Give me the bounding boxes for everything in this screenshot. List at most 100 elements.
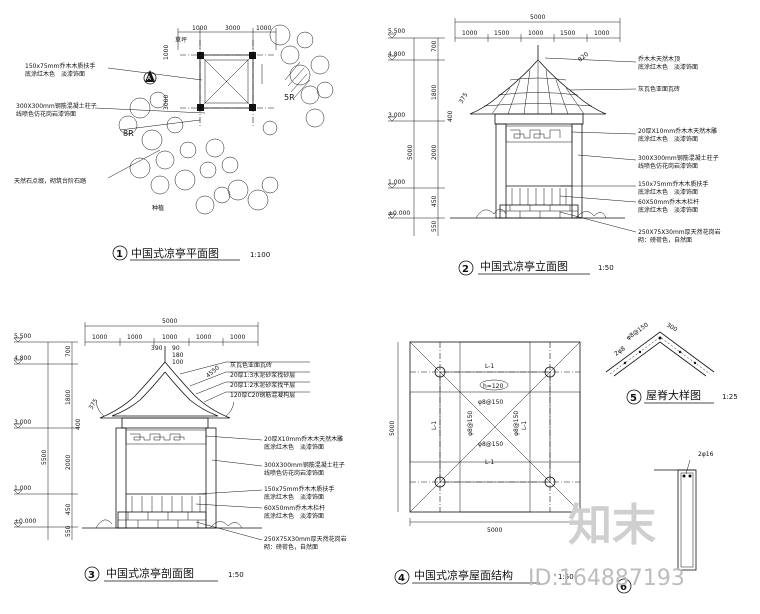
elev-level-2: 4.800 bbox=[388, 51, 405, 58]
detail6-number: 6 bbox=[620, 582, 627, 593]
plan-label-stone: 天然石点缀，砌筑台阶石踏 bbox=[14, 177, 86, 185]
ridge-dim-2: φ8@150 bbox=[625, 321, 650, 341]
roof-structure-drawing: h=120 L-1 L-1 L-1 L-1 φ8@150 φ8@150 φ8@1… bbox=[389, 341, 581, 585]
elevation-drawing: 5000 1000 1500 1000 1500 1000 5.500 4.80… bbox=[387, 14, 721, 276]
ridge-detail-drawing: 300 φ8@150 2φ8 5 屋脊大样图 1:25 bbox=[605, 321, 738, 405]
elev-pavilion bbox=[450, 45, 625, 219]
sect-vdim-3: 5500 bbox=[41, 450, 48, 465]
elev-vdim-1: 700 bbox=[431, 40, 438, 52]
sect-label-4: 120厚C20钢筋混凝构层 bbox=[230, 391, 295, 399]
sect-vdim-2: 1800 bbox=[65, 390, 72, 405]
sect-level-3: 3.000 bbox=[14, 419, 31, 426]
roof-title: 中国式凉亭屋面结构 bbox=[414, 568, 513, 582]
elev-scale: 1:50 bbox=[598, 264, 614, 272]
sect-vdim-4: 2000 bbox=[65, 455, 72, 470]
sect-dim-total: 5000 bbox=[162, 318, 177, 325]
sect-level-5: ±0.000 bbox=[14, 518, 36, 525]
elev-label-12: 250X75X30mm厚天然花岗岩 bbox=[638, 228, 721, 236]
roof-rebar-4: φ8@150 bbox=[513, 411, 520, 436]
plan-dim-3: 1000 bbox=[256, 25, 271, 32]
roof-dim-left: 5000 bbox=[389, 421, 396, 436]
ridge-scale: 1:25 bbox=[722, 393, 738, 401]
sect-dim-1: 1000 bbox=[92, 334, 107, 341]
sect-vdim-5: 450 bbox=[65, 503, 72, 515]
elev-dim-1: 1000 bbox=[462, 30, 477, 37]
plan-dim-2: 3000 bbox=[225, 25, 240, 32]
sect-label-10: 底涂红木色 淡漆饰面 bbox=[264, 493, 324, 501]
roof-beam-bottom: L-1 bbox=[485, 459, 494, 466]
elev-vdim-4: 2000 bbox=[431, 145, 438, 160]
sect-dim-5: 1000 bbox=[230, 334, 245, 341]
elev-sdim-2: 400 bbox=[447, 110, 454, 122]
sect-sdim-4: 100 bbox=[172, 359, 184, 366]
sect-level-4: 1.000 bbox=[14, 485, 31, 492]
sect-number: 3 bbox=[88, 570, 95, 581]
sect-sdim-5: 375 bbox=[88, 397, 100, 411]
elev-label-4: 20厚X10mm乔木木天然木雕 bbox=[638, 127, 717, 135]
plan-label-plant: 种植 bbox=[152, 204, 164, 212]
elev-level-5: ±0.000 bbox=[388, 210, 410, 217]
elev-label-3: 灰瓦色亚面瓦砖 bbox=[638, 85, 680, 93]
elev-vdim-5: 450 bbox=[431, 195, 438, 207]
detail6-rebar: 2φ16 bbox=[698, 451, 714, 458]
elev-label-7: 线喷色仿花岗岩漆饰面 bbox=[638, 162, 698, 170]
elev-label-6: 300X300mm钢筋混凝土柱子 bbox=[638, 154, 719, 162]
sect-label-7: 300X300mm钢筋混凝土柱子 bbox=[264, 461, 345, 469]
sect-sdim-6: 400 bbox=[75, 418, 82, 430]
detail6-drawing: 2φ16 6 bbox=[616, 451, 714, 594]
plan-scale: 1:100 bbox=[250, 251, 270, 259]
elev-label-1: 乔木木天然木顶 bbox=[638, 55, 680, 63]
plan-label-grass: 草坪 bbox=[175, 36, 187, 44]
roof-beam-right: L-1 bbox=[521, 421, 528, 430]
ridge-title: 屋脊大样图 bbox=[646, 388, 701, 402]
watermark-brand: 知末 bbox=[568, 500, 656, 551]
sect-label-3: 20厚1:2水泥砂浆找平层 bbox=[230, 381, 295, 389]
elev-level-1: 5.500 bbox=[388, 28, 405, 35]
sect-label-6: 底涂红木色 淡漆饰面 bbox=[264, 443, 324, 451]
watermark: 知末 ID:164887193 bbox=[528, 500, 685, 591]
watermark-id: ID:164887193 bbox=[528, 566, 685, 591]
sect-title: 中国式凉亭剖面图 bbox=[106, 566, 194, 580]
elev-dim-4: 1500 bbox=[560, 30, 575, 37]
elev-level-3: 3.000 bbox=[388, 112, 405, 119]
plan-side-dim-b: 3000 bbox=[163, 95, 170, 110]
roof-beam-left: L-1 bbox=[431, 421, 438, 430]
elev-sdim-3: 820 bbox=[577, 51, 590, 64]
plan-label-r5: 5R bbox=[284, 93, 295, 102]
elev-label-10: 60X50mm乔木木栏杆 bbox=[638, 198, 699, 206]
plan-label-r8: 8R bbox=[123, 129, 134, 138]
sect-sdim-1: 390 bbox=[151, 345, 163, 352]
roof-thickness: h=120 bbox=[483, 383, 503, 390]
sect-vdim-1: 700 bbox=[65, 345, 72, 357]
sect-label-11: 60X50mm乔木木栏杆 bbox=[264, 504, 325, 512]
sect-sdim-3: 180 bbox=[172, 352, 184, 359]
sect-pavilion bbox=[82, 346, 262, 529]
sect-dim-3: 1000 bbox=[162, 334, 177, 341]
roof-dim-bottom: 5000 bbox=[487, 527, 502, 534]
roof-number: 4 bbox=[398, 573, 405, 584]
section-drawing: 5000 1000 1000 1000 1000 1000 5.500 4.80… bbox=[13, 318, 347, 582]
elev-sdim-1: 375 bbox=[458, 91, 470, 105]
sect-level-1: 5.500 bbox=[14, 333, 31, 340]
sect-vdim-6: 550 bbox=[65, 525, 72, 537]
elev-dim-3: 1000 bbox=[528, 30, 543, 37]
ridge-number: 5 bbox=[630, 393, 637, 404]
elev-label-13: 砌：磅荷色，自然面 bbox=[638, 236, 692, 244]
sect-label-8: 线喷色仿花岗岩漆饰面 bbox=[264, 469, 324, 477]
roof-scale: 1:50 bbox=[558, 573, 574, 581]
elev-vdim-3: 5000 bbox=[407, 145, 414, 160]
elev-label-5: 底涂红木色 淡漆饰面 bbox=[638, 135, 698, 143]
sect-level-2: 4.800 bbox=[14, 355, 31, 362]
elev-dim-5: 1000 bbox=[594, 30, 609, 37]
sect-label-12: 底涂红木色 淡漆饰面 bbox=[264, 512, 324, 520]
sect-sdim-2: 90 bbox=[172, 345, 180, 352]
ridge-dim-3: 2φ8 bbox=[613, 345, 627, 357]
sect-label-9: 150x75mm乔木木质扶手 bbox=[264, 485, 334, 493]
sect-label-14: 砌：磅荷色，自然面 bbox=[264, 543, 318, 551]
sect-dim-4: 1000 bbox=[196, 334, 211, 341]
plan-rocks bbox=[118, 24, 334, 215]
elev-label-8: 150x75mm乔木木质扶手 bbox=[638, 180, 708, 188]
elev-dim-2: 1500 bbox=[494, 30, 509, 37]
plan-label-column-finish: 线喷色仿花岗岩漆饰面 bbox=[16, 110, 76, 118]
